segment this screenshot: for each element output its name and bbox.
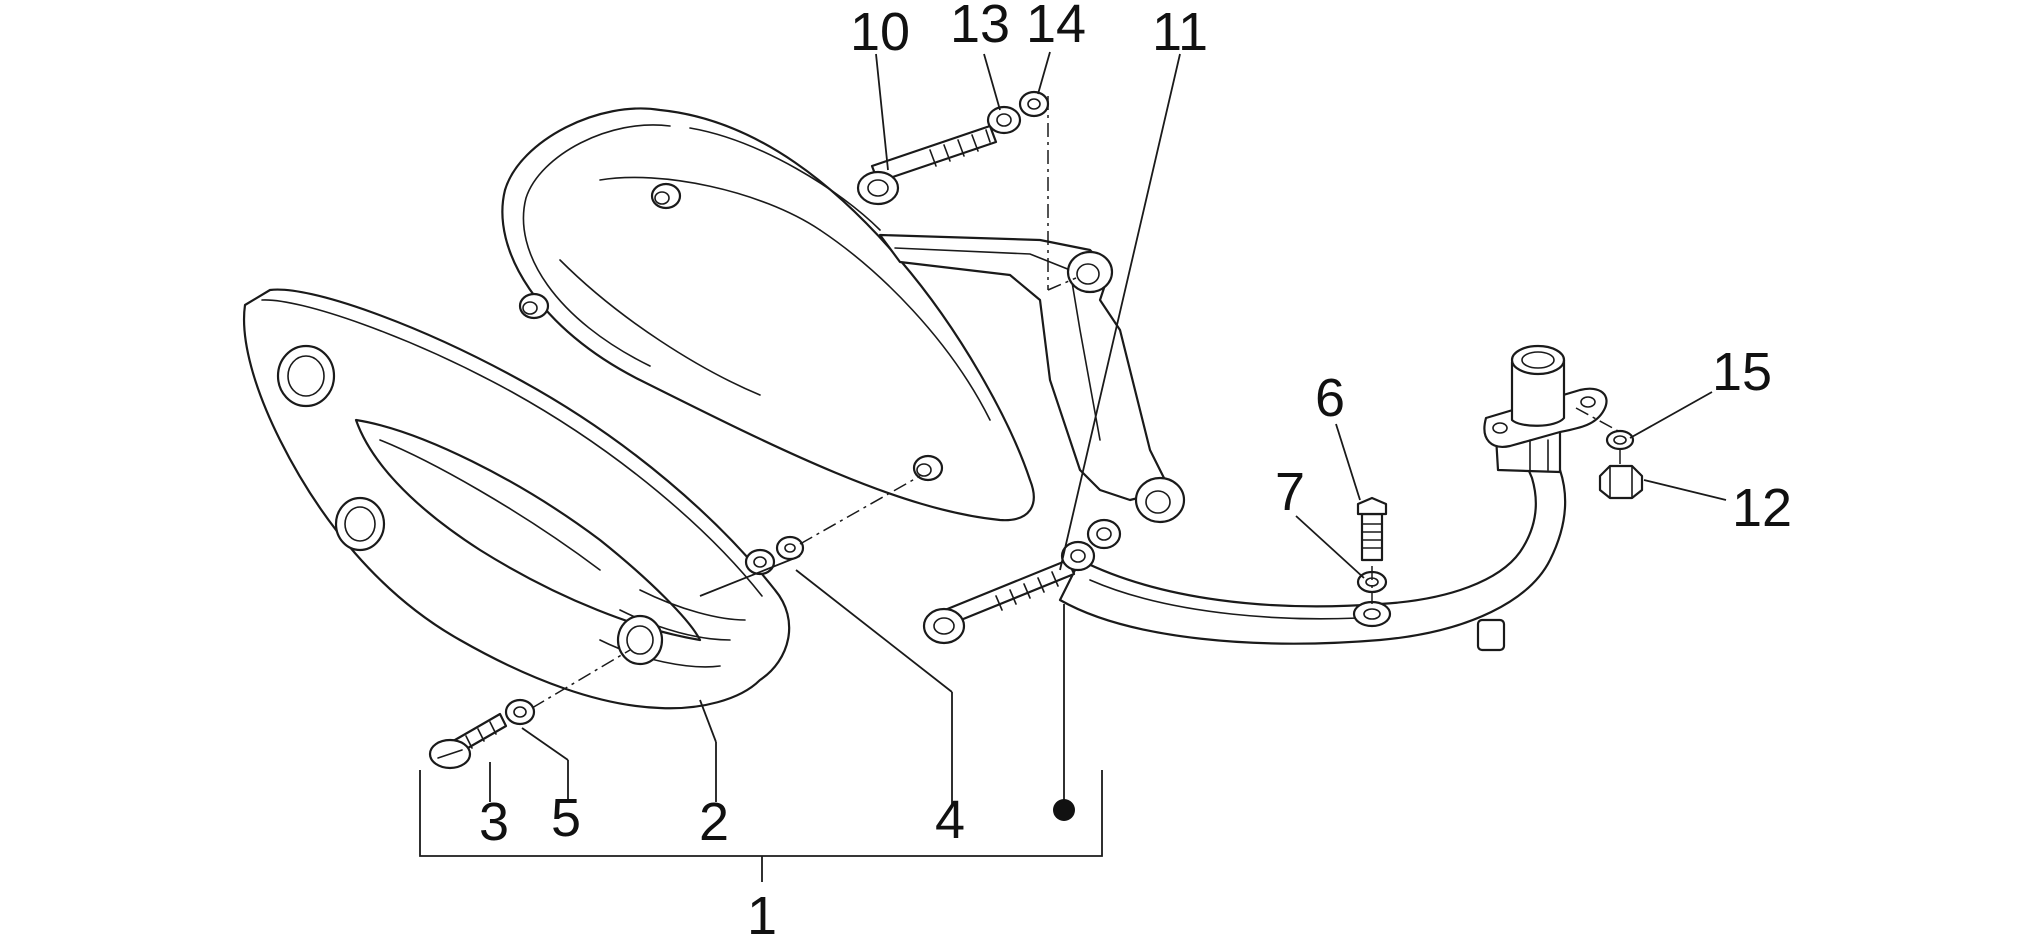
callout-1: 1 [747,886,777,939]
callout-3: 3 [479,792,509,852]
silencer-stud-upper [650,182,682,210]
cover-middle-hole [334,496,386,552]
callout-7: 7 [1275,462,1305,522]
washer-lower-1 [1060,540,1096,572]
callout-6: 6 [1315,368,1345,428]
washer-15 [1605,429,1635,451]
bolt-lower [922,558,1076,645]
heat-shield-cover [243,288,791,710]
exhaust-flange [1483,344,1608,471]
assembly-axes [531,96,1621,709]
callout-11: 11 [1152,2,1208,62]
bolt-6 [1356,496,1388,562]
callout-12: 12 [1732,478,1792,538]
nut-12 [1598,464,1644,500]
callout-10: 10 [850,2,910,62]
callout-5: 5 [551,788,581,848]
bracket-lower-hole [1134,476,1186,524]
leader-lines [419,51,1727,882]
screw-3 [428,712,508,770]
pipe-mount-washer [1352,600,1392,628]
washer-13 [986,105,1022,135]
cover-lower-hole [616,614,664,666]
bracket-upper-hole [1066,250,1114,294]
spacer-4 [744,535,805,576]
washer-5 [504,698,536,726]
mounting-bracket [878,233,1186,524]
silencer-stud-lower [912,454,944,482]
washer-14 [1018,90,1050,118]
bolt-10 [856,124,998,206]
silencer-stud-left [518,292,550,320]
callout-14: 14 [1026,0,1086,54]
cover-upper-hole [276,344,336,408]
callout-labels: 10 13 14 11 6 7 15 12 3 5 2 4 1 [479,0,1792,939]
callout-13: 13 [950,0,1010,54]
callout-2: 2 [699,792,729,852]
callout-4: 4 [935,790,965,850]
reference-dot [1053,799,1075,821]
callout-15: 15 [1712,342,1772,402]
washer-lower-2 [1086,518,1122,550]
